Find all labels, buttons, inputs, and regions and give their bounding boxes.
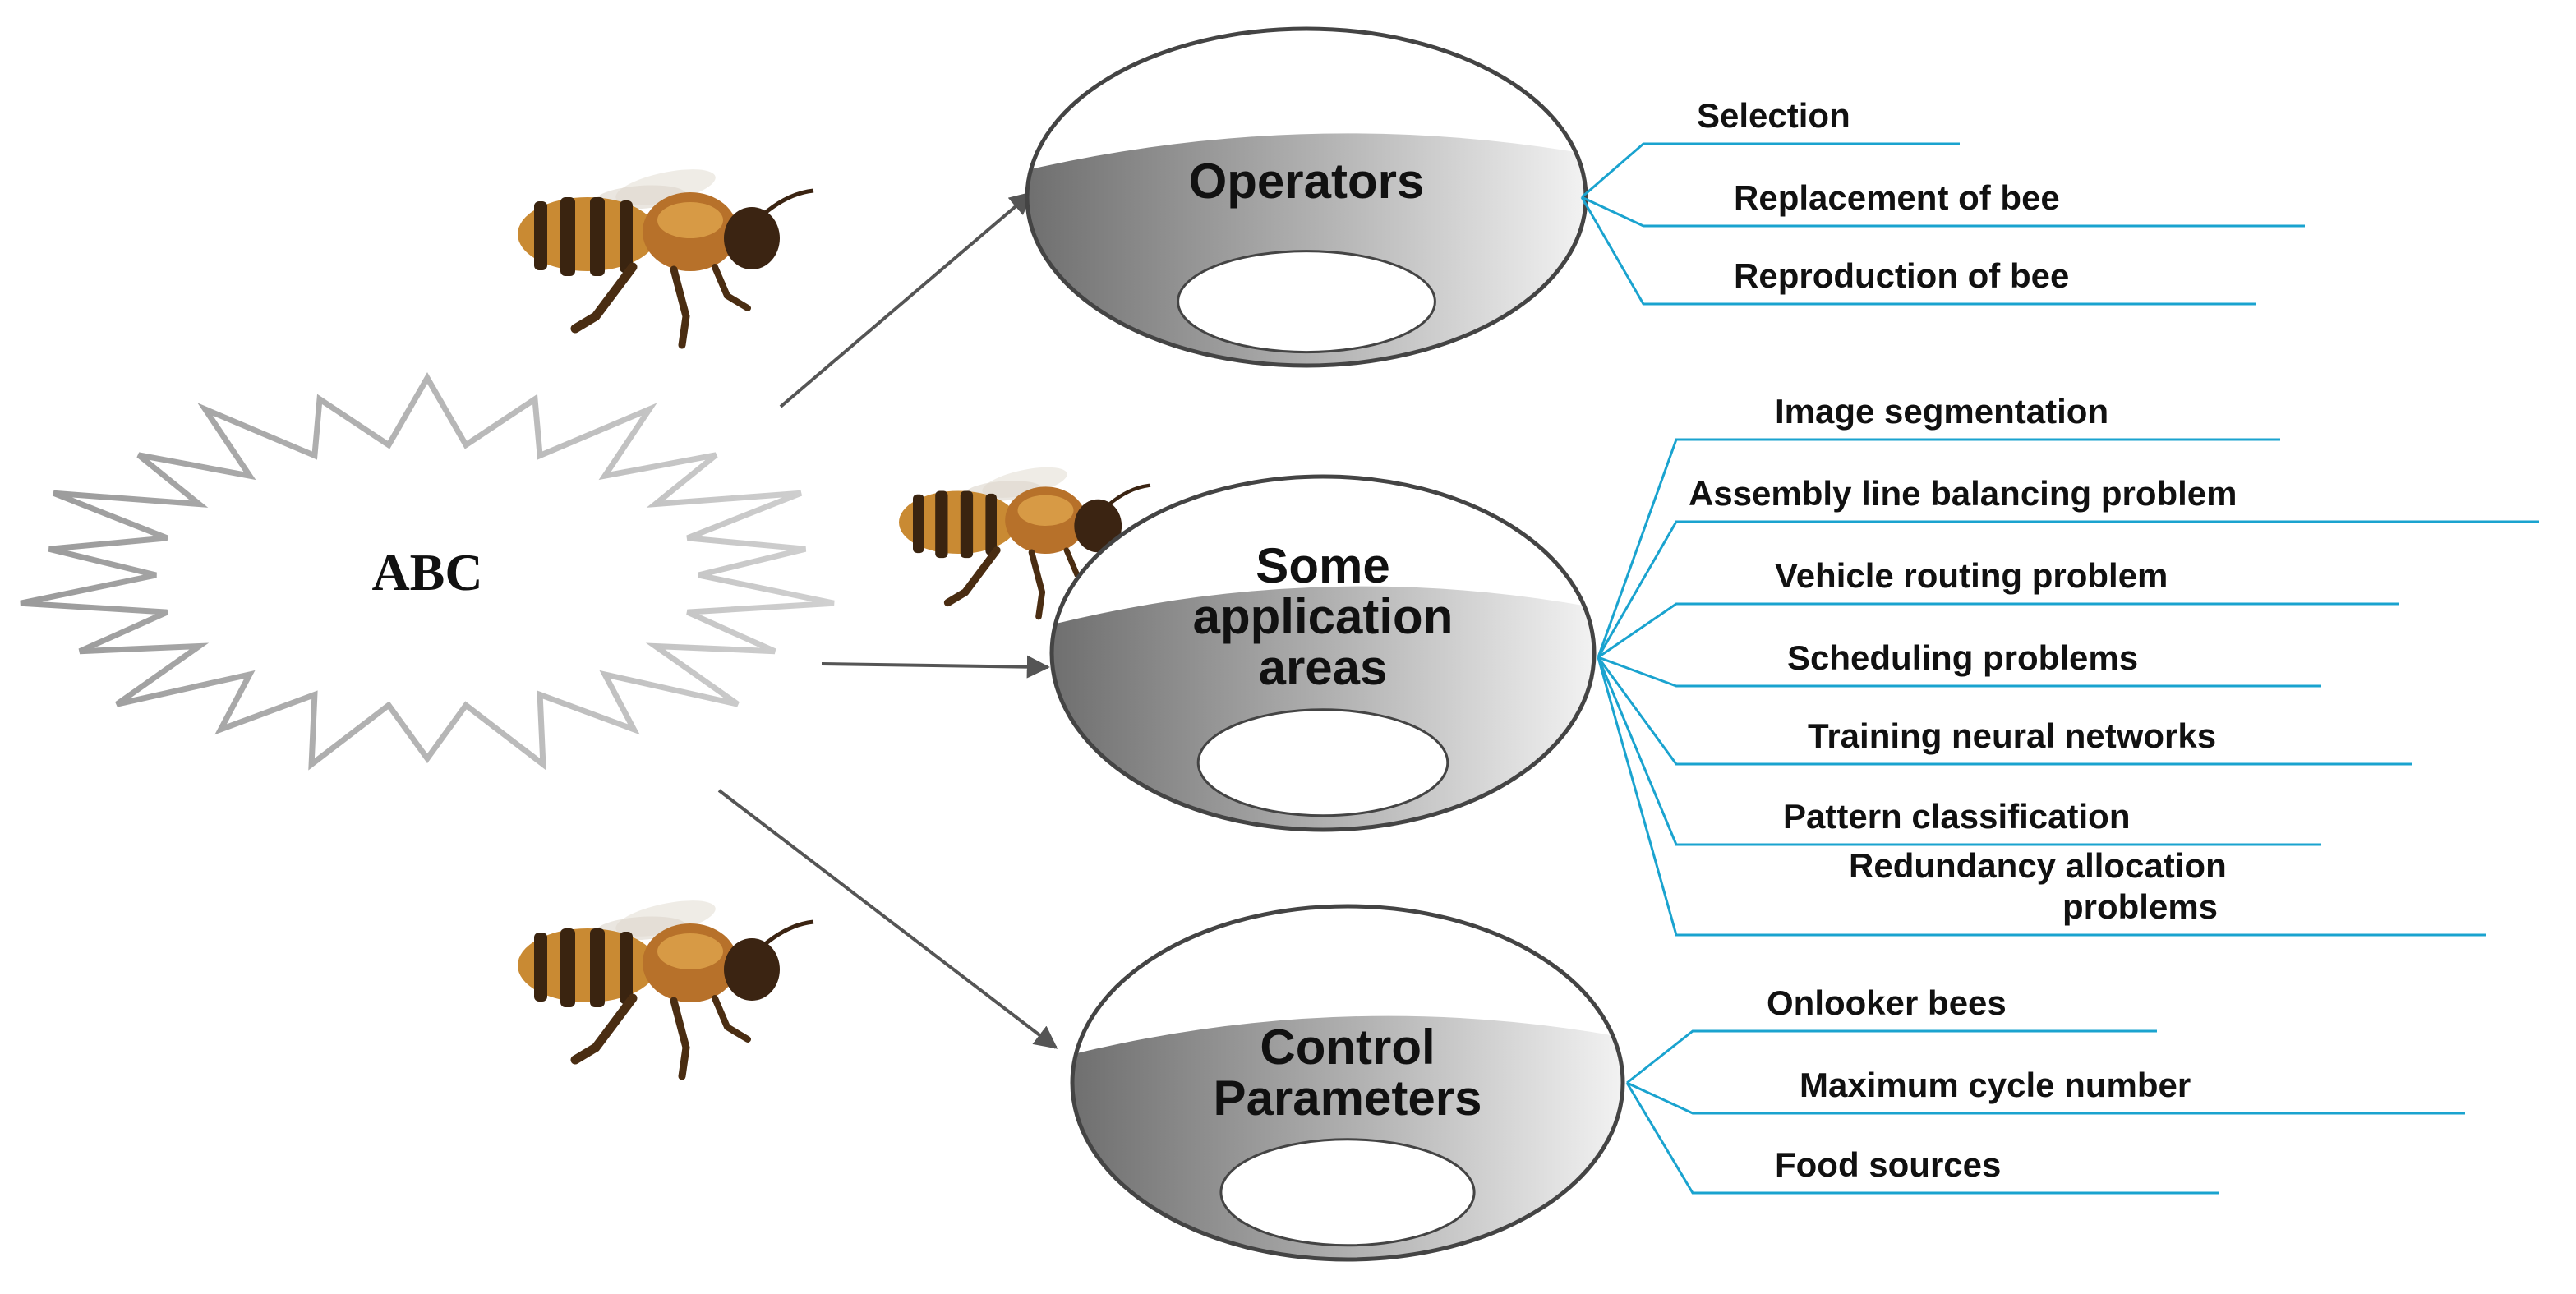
branch-line-3-1 [1626,1029,2157,1084]
hub-sphere-1: Operators [1025,26,1588,368]
branch-label-2-2: Assembly line balancing problem [1689,474,2237,513]
hub-highlight-2 [1196,708,1449,817]
hub-outline-2 [1049,474,1597,832]
branch-label-1-1: Selection [1697,96,1850,135]
hub-layer: OperatorsSomeapplicationareasControlPara… [1025,26,1625,1262]
branch-label-3-3: Food sources [1775,1145,2001,1184]
branch-label-2-7-line-1: Redundancy allocation [1849,846,2227,885]
hub-outline-3 [1070,904,1625,1262]
branch-label-1-3: Reproduction of bee [1734,256,2069,295]
arrow-group [717,191,1058,1049]
branch-line-2-4 [1597,656,2321,688]
branch-label-2-4: Scheduling problems [1787,638,2138,677]
branch-line-2-1 [1597,438,2280,658]
hub-title-2-line-2: application [1193,589,1454,644]
hub-outline-1 [1025,26,1588,368]
abc-star: ABC [20,371,835,771]
branch-label-2-1: Image segmentation [1775,392,2108,431]
arrow-1 [779,191,1034,408]
branch-label-2-5: Training neural networks [1808,716,2216,755]
branch-label-1-2: Replacement of bee [1734,178,2060,217]
branch-line-1-3 [1580,196,2256,306]
branch-line-2-6 [1597,656,2321,846]
hub-title-3-line-2: Parameters [1214,1071,1482,1126]
hub-highlight-3 [1219,1138,1476,1247]
arrow-3 [717,789,1058,1049]
branch-label-2-6: Pattern classification [1783,797,2130,836]
hub-cap-1 [1027,29,1586,173]
hub-title-2-line-3: areas [1259,640,1388,695]
branch-label-3-1: Onlooker bees [1767,983,2007,1022]
hub-title-3-line-1: Control [1260,1020,1435,1075]
branch-line-2-5 [1597,656,2412,766]
branch-label-3-2: Maximum cycle number [1800,1066,2191,1104]
abc-label: ABC [371,543,482,601]
branch-line-2-3 [1597,602,2399,659]
bee-image-1 [518,163,813,345]
branch-label-2-3: Vehicle routing problem [1775,556,2168,595]
hub-highlight-1 [1177,250,1436,354]
branch-line-3-3 [1625,1082,2219,1195]
hub-cap-3 [1072,906,1623,1057]
branch-line-2-2 [1597,520,2539,658]
branch-line-1-2 [1581,196,2305,228]
hub-title-2-line-1: Some [1256,538,1389,593]
branch-line-3-2 [1626,1081,2465,1115]
hub-cap-2 [1052,477,1594,627]
branch-line-2-7 [1597,656,2486,937]
arrow-2 [821,655,1050,679]
branch-line-1-1 [1581,142,1960,199]
hub-title-1-line-1: Operators [1189,154,1425,209]
bee-image-3 [518,894,813,1076]
branch-label-2-7-line-2: problems [2062,887,2218,926]
